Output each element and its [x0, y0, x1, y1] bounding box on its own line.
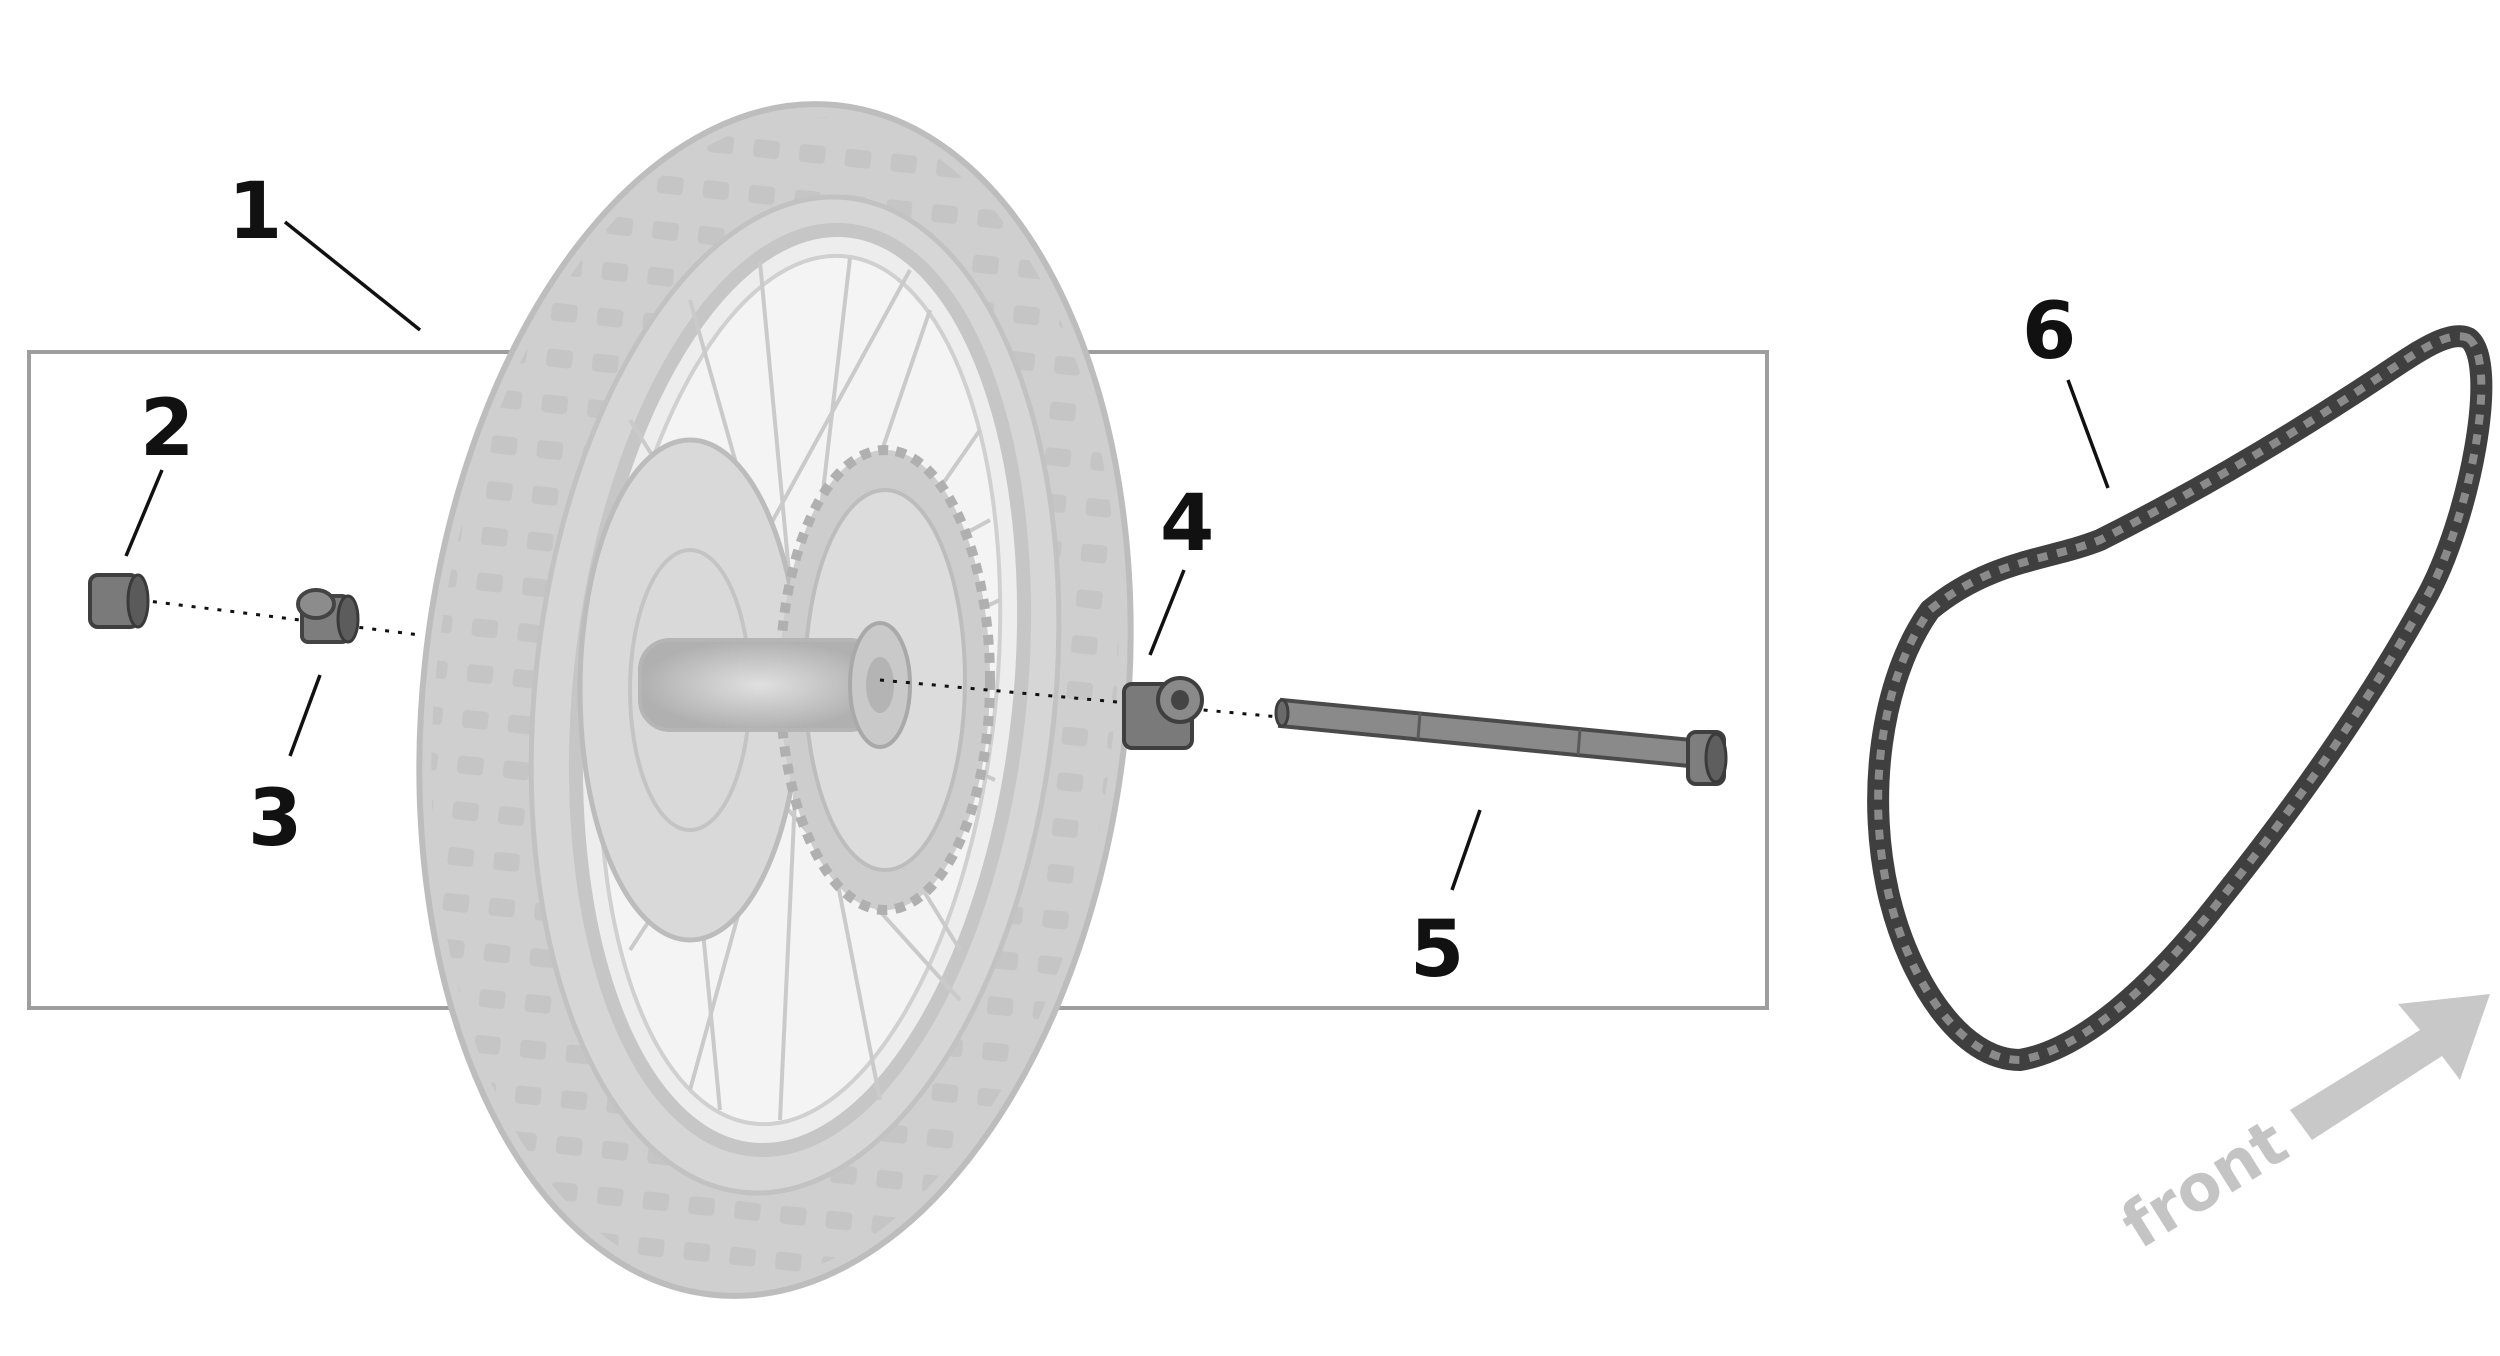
callout-5: 5 [1410, 905, 1464, 995]
wheel-hub [638, 638, 882, 732]
part-3-spacer [296, 588, 360, 644]
leader-line-6 [2066, 379, 2110, 489]
callout-4: 4 [1160, 479, 1214, 569]
callout-3: 3 [248, 774, 302, 864]
leader-line-2 [124, 469, 164, 557]
callout-1: 1 [228, 167, 282, 257]
leader-line-4 [1148, 569, 1186, 656]
part-6-chain [1867, 325, 2493, 1072]
part-2-nut [88, 573, 150, 629]
axis-line-left [139, 598, 421, 637]
leader-line-1 [283, 220, 422, 332]
front-label: front [2109, 1106, 2300, 1264]
leader-line-5 [1450, 809, 1482, 891]
callout-6: 6 [2022, 287, 2076, 377]
part-4-spacer [1122, 676, 1204, 750]
leader-line-3 [288, 674, 322, 757]
front-arrow-icon [2290, 994, 2490, 1140]
wheel-assembly [416, 101, 1134, 1299]
callout-2: 2 [140, 384, 194, 474]
front-direction-indicator: front [2109, 994, 2490, 1264]
part-5-axle [1274, 697, 1728, 786]
axis-line-right [879, 678, 1291, 720]
